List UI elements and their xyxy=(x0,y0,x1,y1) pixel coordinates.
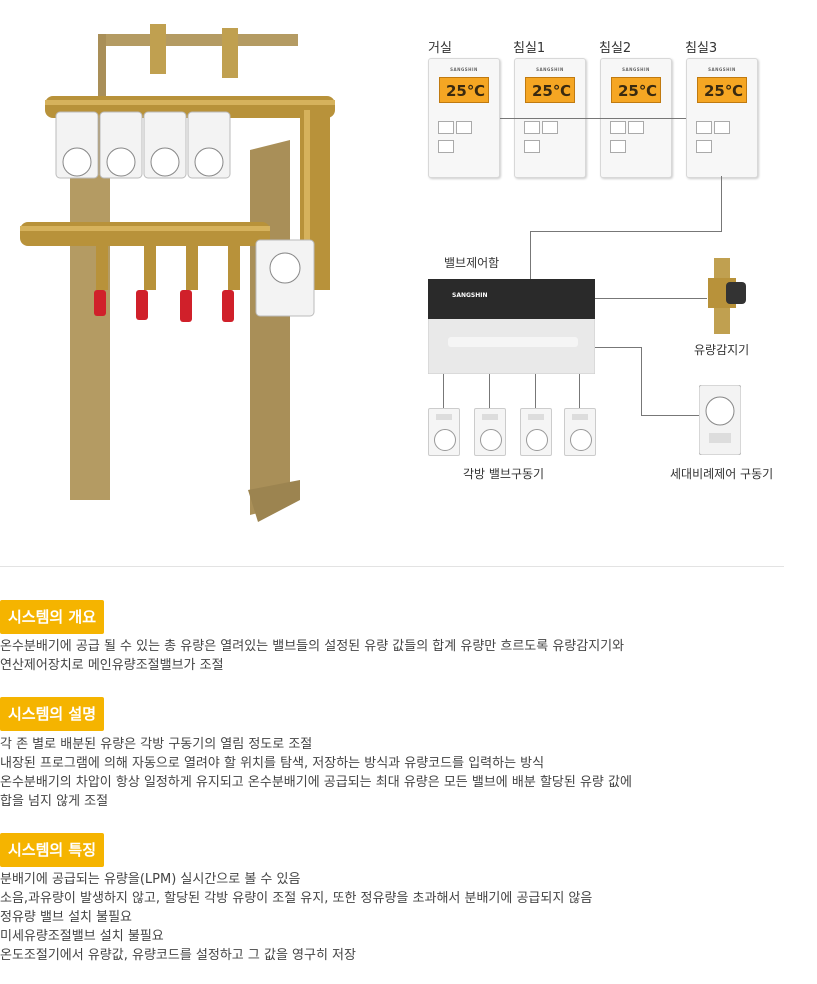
proportional-actuator-icon xyxy=(699,385,741,455)
text-line: 미세유량조절밸브 설치 불필요 xyxy=(0,929,164,944)
thermostat-display: 25℃ xyxy=(611,77,661,103)
section-heading-overview: 시스템의 개요 xyxy=(0,600,105,634)
text-line: 각 존 별로 배분된 유량은 각방 구동기의 열림 정도로 조절 xyxy=(0,737,313,752)
text-line: 온수분배기의 차압이 항상 일정하게 유지되고 온수분배기에 공급되는 최대 유… xyxy=(0,775,632,790)
room-label-living: 거실 xyxy=(428,41,452,56)
thermostat-display: 25℃ xyxy=(697,77,747,103)
room-label-bedroom3: 침실3 xyxy=(685,41,718,56)
room-actuator xyxy=(428,408,460,456)
room-actuator xyxy=(564,408,596,456)
connector-line xyxy=(595,298,707,299)
section-body-description: 각 존 별로 배분된 유량은 각방 구동기의 열림 정도로 조절 내장된 프로그… xyxy=(0,735,800,811)
connector-line xyxy=(489,374,490,408)
thermostat-display: 25℃ xyxy=(439,77,489,103)
thermostat-bedroom3: SANGSHIN 25℃ xyxy=(686,58,758,178)
text-line: 연산제어장치로 메인유량조절밸브가 조절 xyxy=(0,658,224,673)
text-line: 합을 넘지 않게 조절 xyxy=(0,794,109,809)
controller-brand: SANGSHIN xyxy=(452,292,488,299)
text-line: 내장된 프로그램에 의해 자동으로 열려야 할 위치를 탐색, 저장하는 방식과… xyxy=(0,756,545,771)
room-label-bedroom2: 침실2 xyxy=(599,41,632,56)
connector-line xyxy=(641,347,642,415)
manifold-illustration xyxy=(20,24,335,522)
section-body-overview: 온수분배기에 공급 될 수 있는 총 유량은 열려있는 밸브들의 설정된 유량 … xyxy=(0,637,800,675)
room-actuator xyxy=(520,408,552,456)
thermostat-brand: SANGSHIN xyxy=(450,67,478,72)
section-body-features: 분배기에 공급되는 유량을(LPM) 실시간으로 볼 수 있음 소음,과유량이 … xyxy=(0,870,800,965)
valve-controller-box xyxy=(428,279,595,374)
thermostat-living: SANGSHIN 25℃ xyxy=(428,58,500,178)
section-divider xyxy=(0,566,784,567)
section-heading-description: 시스템의 설명 xyxy=(0,697,105,731)
connector-line xyxy=(579,374,580,408)
room-label-bedroom1: 침실1 xyxy=(513,41,546,56)
connector-line xyxy=(500,118,686,119)
proportional-actuator-label: 세대비례제어 구동기 xyxy=(670,467,774,481)
connector-line xyxy=(443,374,444,408)
thermostat-brand: SANGSHIN xyxy=(536,67,564,72)
section-heading-features: 시스템의 특징 xyxy=(0,833,105,867)
connector-line xyxy=(530,231,531,279)
flow-sensor-icon xyxy=(708,258,746,334)
text-line: 온수분배기에 공급 될 수 있는 총 유량은 열려있는 밸브들의 설정된 유량 … xyxy=(0,639,625,654)
text-line: 분배기에 공급되는 유량을(LPM) 실시간으로 볼 수 있음 xyxy=(0,872,301,887)
text-line: 소음,과유량이 발생하지 않고, 할당된 각방 유량이 조절 유지, 또한 정유… xyxy=(0,891,593,906)
flow-sensor-label: 유량감지기 xyxy=(694,343,750,357)
thermostat-display: 25℃ xyxy=(525,77,575,103)
thermostat-brand: SANGSHIN xyxy=(622,67,650,72)
connector-line xyxy=(530,231,722,232)
connector-line xyxy=(641,415,699,416)
room-actuator xyxy=(474,408,506,456)
actuators-label: 각방 밸브구동기 xyxy=(463,467,545,481)
connector-line xyxy=(595,347,641,348)
connector-line xyxy=(535,374,536,408)
connector-line xyxy=(721,176,722,232)
text-line: 온도조절기에서 유량값, 유량코드를 설정하고 그 값을 영구히 저장 xyxy=(0,948,356,963)
text-line: 정유량 밸브 설치 불필요 xyxy=(0,910,132,925)
thermostat-brand: SANGSHIN xyxy=(708,67,736,72)
controller-label: 밸브제어함 xyxy=(444,256,500,270)
